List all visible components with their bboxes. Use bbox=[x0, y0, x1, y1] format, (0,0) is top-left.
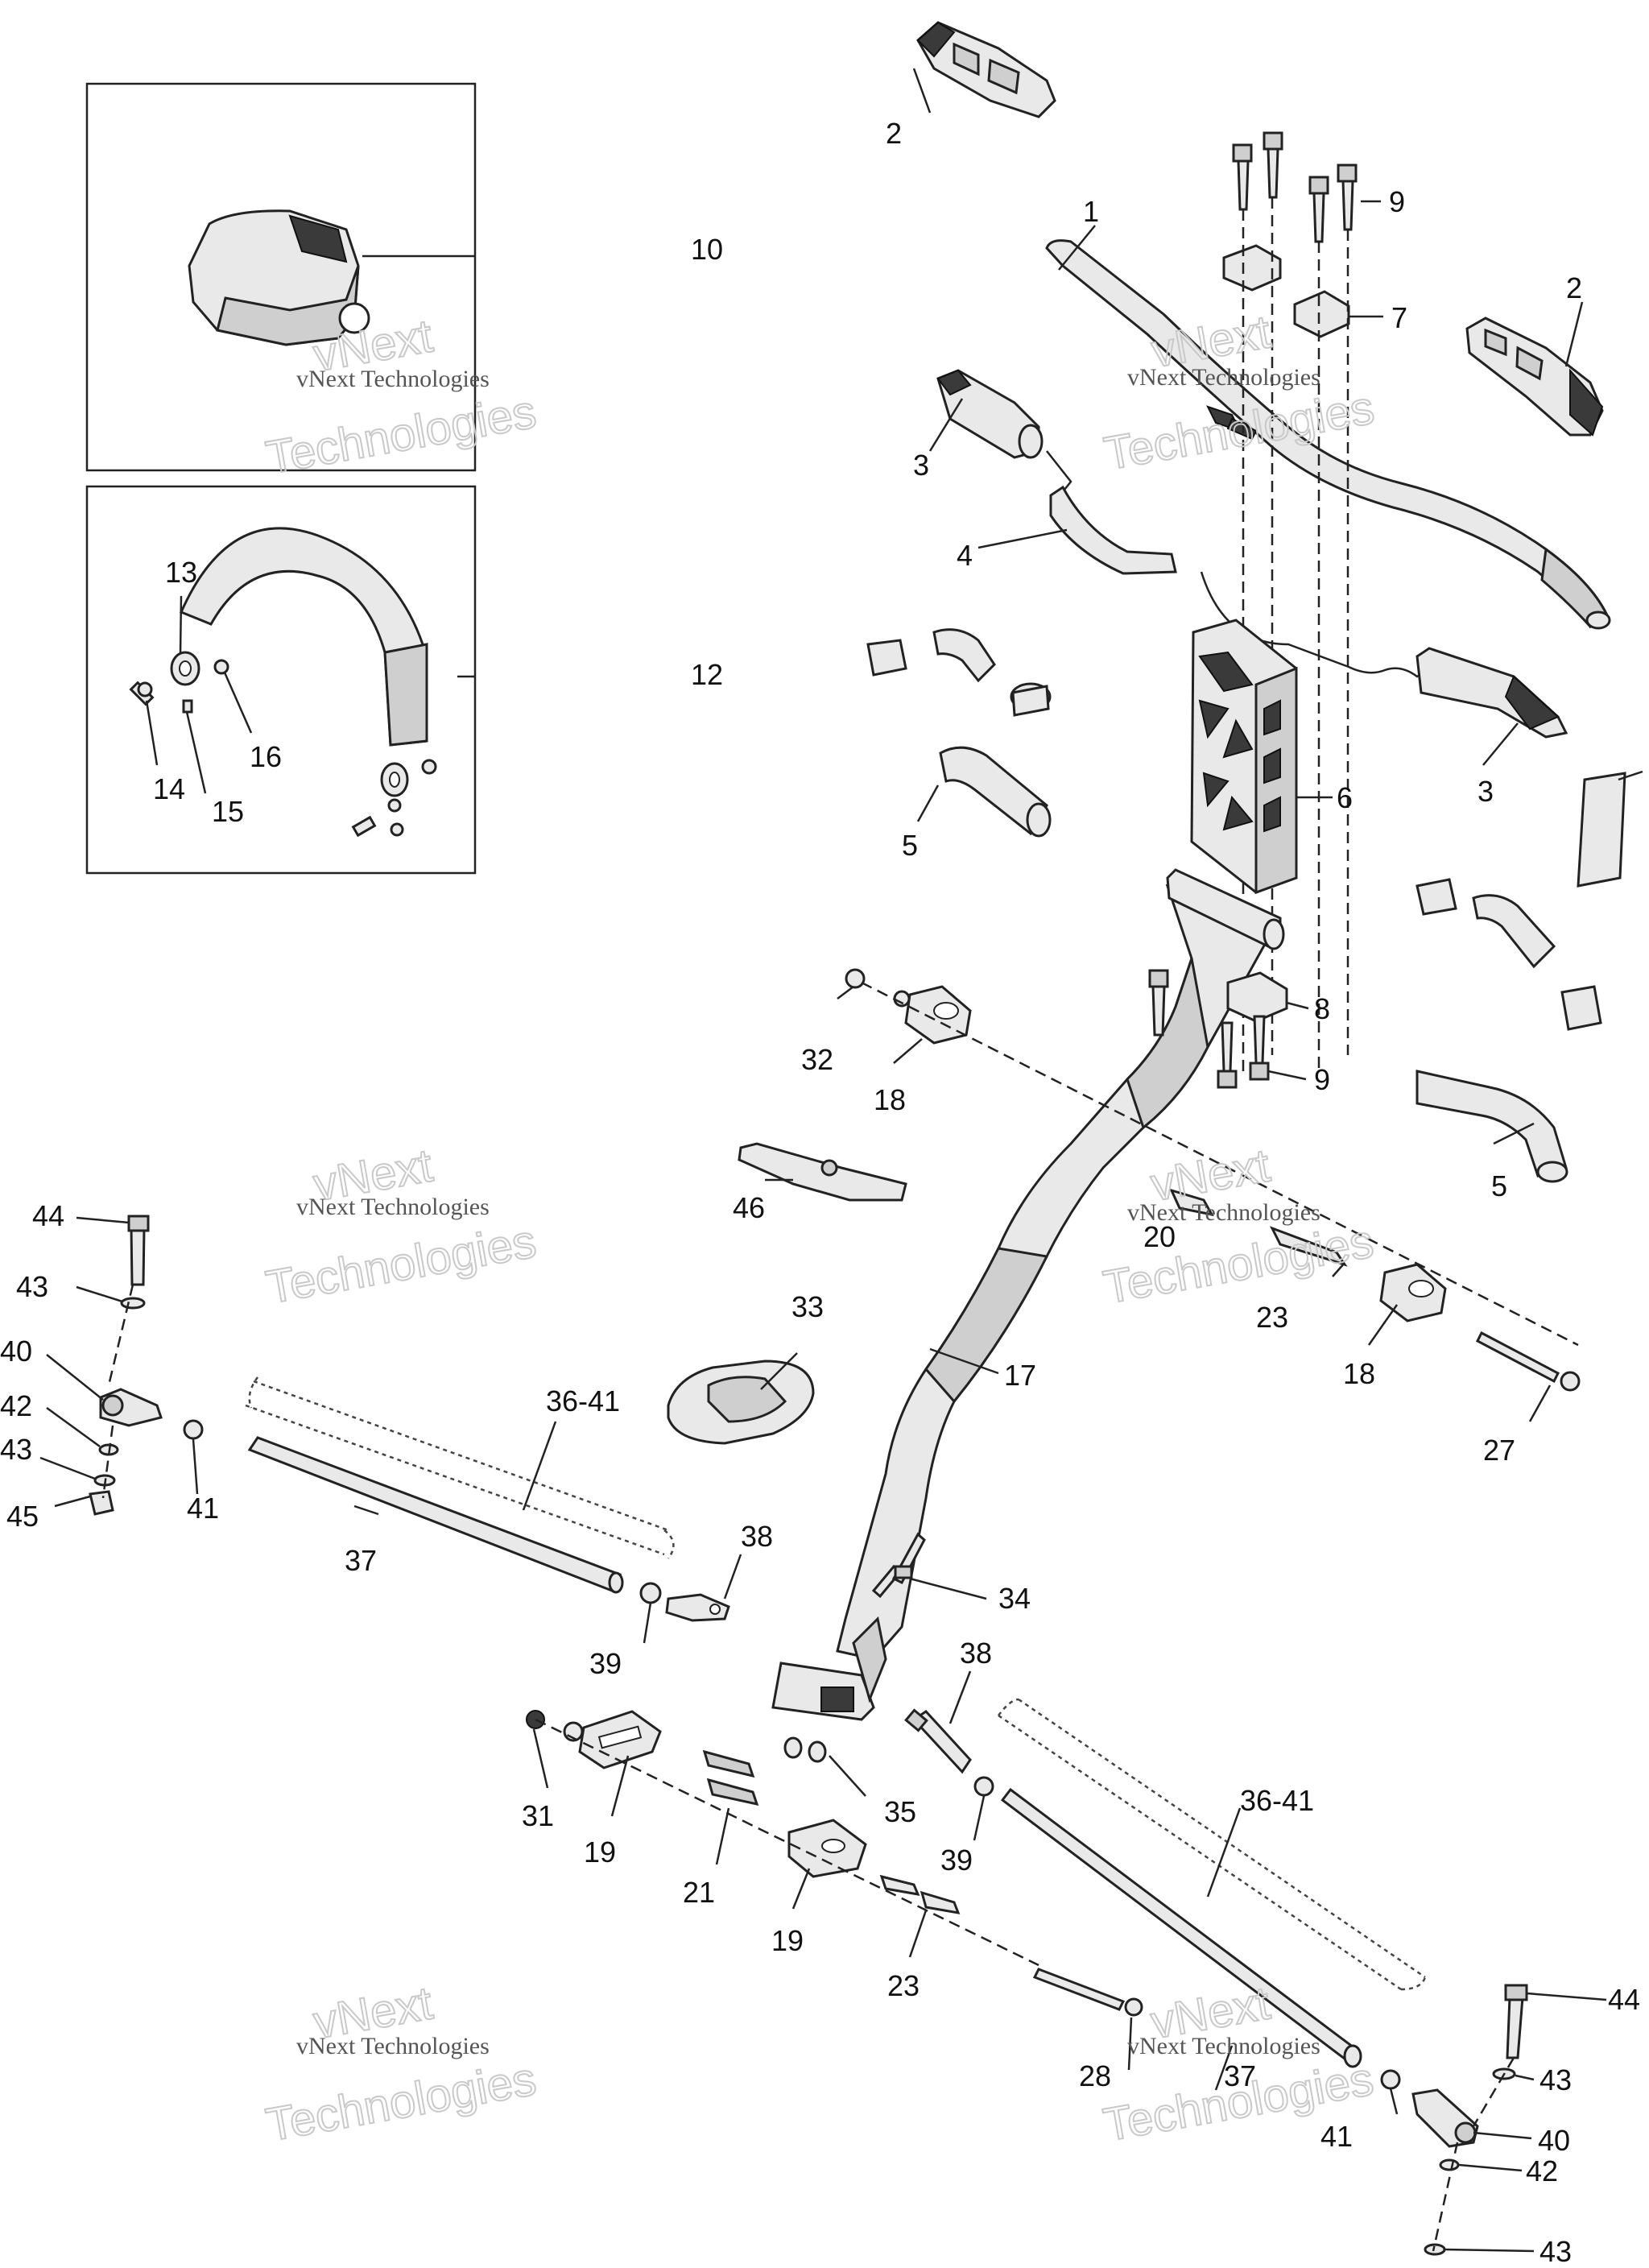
callout-3-right: 3 bbox=[1477, 775, 1494, 808]
watermark-text-bottom-right: vNext Technologies bbox=[1127, 2033, 1320, 2059]
leader-lines bbox=[39, 68, 1607, 2253]
callout-18-lower: 18 bbox=[1343, 1357, 1375, 1390]
callout-15: 15 bbox=[212, 795, 244, 828]
column-bolt bbox=[1148, 969, 1169, 1037]
callout-36-41-left: 36-41 bbox=[546, 1384, 620, 1418]
callout-9-top: 9 bbox=[1389, 185, 1405, 218]
lower-bushing-assembly bbox=[526, 1710, 1143, 2017]
callout-1: 1 bbox=[1083, 195, 1099, 228]
callout-21: 21 bbox=[683, 1876, 715, 1909]
cover-plate bbox=[738, 1142, 907, 1202]
handlebar bbox=[1045, 239, 1611, 630]
callout-38-left: 38 bbox=[741, 1520, 773, 1553]
callout-39-left: 39 bbox=[589, 1647, 622, 1680]
boot-cover bbox=[667, 1360, 815, 1445]
callout-13: 13 bbox=[165, 556, 197, 589]
tie-rod-left bbox=[89, 1215, 730, 1622]
callout-44-right: 44 bbox=[1608, 1983, 1640, 2016]
steering-column bbox=[771, 868, 1285, 1721]
callout-42-right: 42 bbox=[1526, 2154, 1558, 2187]
callout-18-upper: 18 bbox=[874, 1083, 906, 1116]
callout-33: 33 bbox=[791, 1290, 824, 1323]
callout-40-right: 40 bbox=[1538, 2124, 1570, 2157]
svg-text:Technologies: Technologies bbox=[262, 1215, 540, 1314]
callout-5-left: 5 bbox=[902, 829, 918, 862]
callout-17: 17 bbox=[1004, 1359, 1036, 1392]
callout-32: 32 bbox=[801, 1043, 833, 1076]
callout-35: 35 bbox=[884, 1795, 916, 1828]
callout-7: 7 bbox=[1391, 301, 1407, 334]
callout-46: 46 bbox=[733, 1191, 765, 1224]
callout-31: 31 bbox=[522, 1799, 554, 1832]
heater-element-left bbox=[936, 369, 1072, 490]
callout-10: 10 bbox=[691, 233, 723, 266]
callout-23-upper: 23 bbox=[1256, 1301, 1288, 1334]
callout-8: 8 bbox=[1314, 992, 1330, 1025]
callout-42-left: 42 bbox=[0, 1389, 32, 1422]
callout-14: 14 bbox=[153, 772, 185, 805]
callout-9-lower: 9 bbox=[1314, 1063, 1330, 1096]
watermark-text-mid-left: vNext Technologies bbox=[296, 1194, 490, 1220]
grip-top bbox=[916, 21, 1056, 118]
bar-clamp-top bbox=[1222, 244, 1350, 338]
svg-text:Technologies: Technologies bbox=[1100, 1215, 1378, 1314]
callout-2-right: 2 bbox=[1566, 271, 1582, 304]
bushing-lower bbox=[1379, 1263, 1447, 1322]
bolts-34 bbox=[871, 1532, 926, 1599]
callout-43-left-lower: 43 bbox=[0, 1433, 32, 1466]
callout-43-right-upper: 43 bbox=[1539, 2063, 1572, 2096]
bushings-35 bbox=[783, 1736, 827, 1763]
bolt-27 bbox=[1476, 1331, 1581, 1392]
sleeves-center bbox=[866, 628, 1052, 717]
heater-hose bbox=[1049, 485, 1177, 575]
bushing-upper bbox=[845, 968, 972, 1045]
callout-27: 27 bbox=[1483, 1434, 1515, 1467]
callout-38-right: 38 bbox=[960, 1637, 992, 1670]
bolts-top bbox=[1232, 131, 1358, 243]
callout-2-top: 2 bbox=[886, 117, 902, 150]
callout-34: 34 bbox=[998, 1582, 1031, 1615]
tie-rod-right bbox=[904, 1698, 1528, 2256]
svg-text:Technologies: Technologies bbox=[262, 2052, 540, 2151]
callout-19-left: 19 bbox=[584, 1836, 616, 1869]
spacers-upper bbox=[1169, 1188, 1348, 1267]
watermark-text-mid-right: vNext Technologies bbox=[1127, 1199, 1320, 1226]
lower-clamp bbox=[1217, 971, 1288, 1089]
callout-3-left: 3 bbox=[913, 449, 929, 482]
callout-19-right: 19 bbox=[771, 1924, 804, 1957]
callout-43-left-upper: 43 bbox=[16, 1270, 48, 1303]
inset-box-hand-guard bbox=[85, 82, 477, 472]
callout-44-left: 44 bbox=[32, 1199, 64, 1232]
callout-16: 16 bbox=[250, 740, 282, 773]
watermark-text-top-right: vNext Technologies bbox=[1127, 364, 1320, 391]
callout-6: 6 bbox=[1337, 781, 1353, 814]
inset-box-hand-guard-bracket bbox=[85, 485, 477, 875]
callout-41-left: 41 bbox=[187, 1492, 219, 1525]
callout-23-lower: 23 bbox=[887, 1969, 920, 2002]
callout-20: 20 bbox=[1143, 1220, 1176, 1253]
tag-label bbox=[1577, 770, 1643, 888]
callout-43-right-lower: 43 bbox=[1539, 2235, 1572, 2268]
callout-12: 12 bbox=[691, 658, 723, 691]
callout-37-right: 37 bbox=[1224, 2059, 1256, 2092]
sleeves-right bbox=[1415, 878, 1602, 1183]
watermark-text-bottom-left: vNext Technologies bbox=[296, 2033, 490, 2059]
callout-36-41-right: 36-41 bbox=[1240, 1784, 1314, 1817]
grip-right bbox=[1465, 317, 1604, 437]
callout-40-left: 40 bbox=[0, 1335, 32, 1368]
callout-45: 45 bbox=[6, 1500, 39, 1533]
watermark-text-top-left: vNext Technologies bbox=[296, 366, 490, 392]
callout-39-right: 39 bbox=[940, 1844, 973, 1877]
elbow-left bbox=[939, 746, 1052, 838]
callout-37-left: 37 bbox=[345, 1544, 377, 1577]
callout-5-right: 5 bbox=[1491, 1169, 1507, 1202]
callout-4: 4 bbox=[957, 539, 973, 572]
callout-labels: 1 2 2 3 3 4 5 5 6 7 8 9 9 10 12 13 14 15… bbox=[0, 117, 1640, 2268]
callout-41-right: 41 bbox=[1320, 2120, 1353, 2153]
heater-element-right bbox=[1415, 647, 1568, 739]
callout-28: 28 bbox=[1079, 2059, 1111, 2092]
riser-block bbox=[1190, 619, 1298, 895]
